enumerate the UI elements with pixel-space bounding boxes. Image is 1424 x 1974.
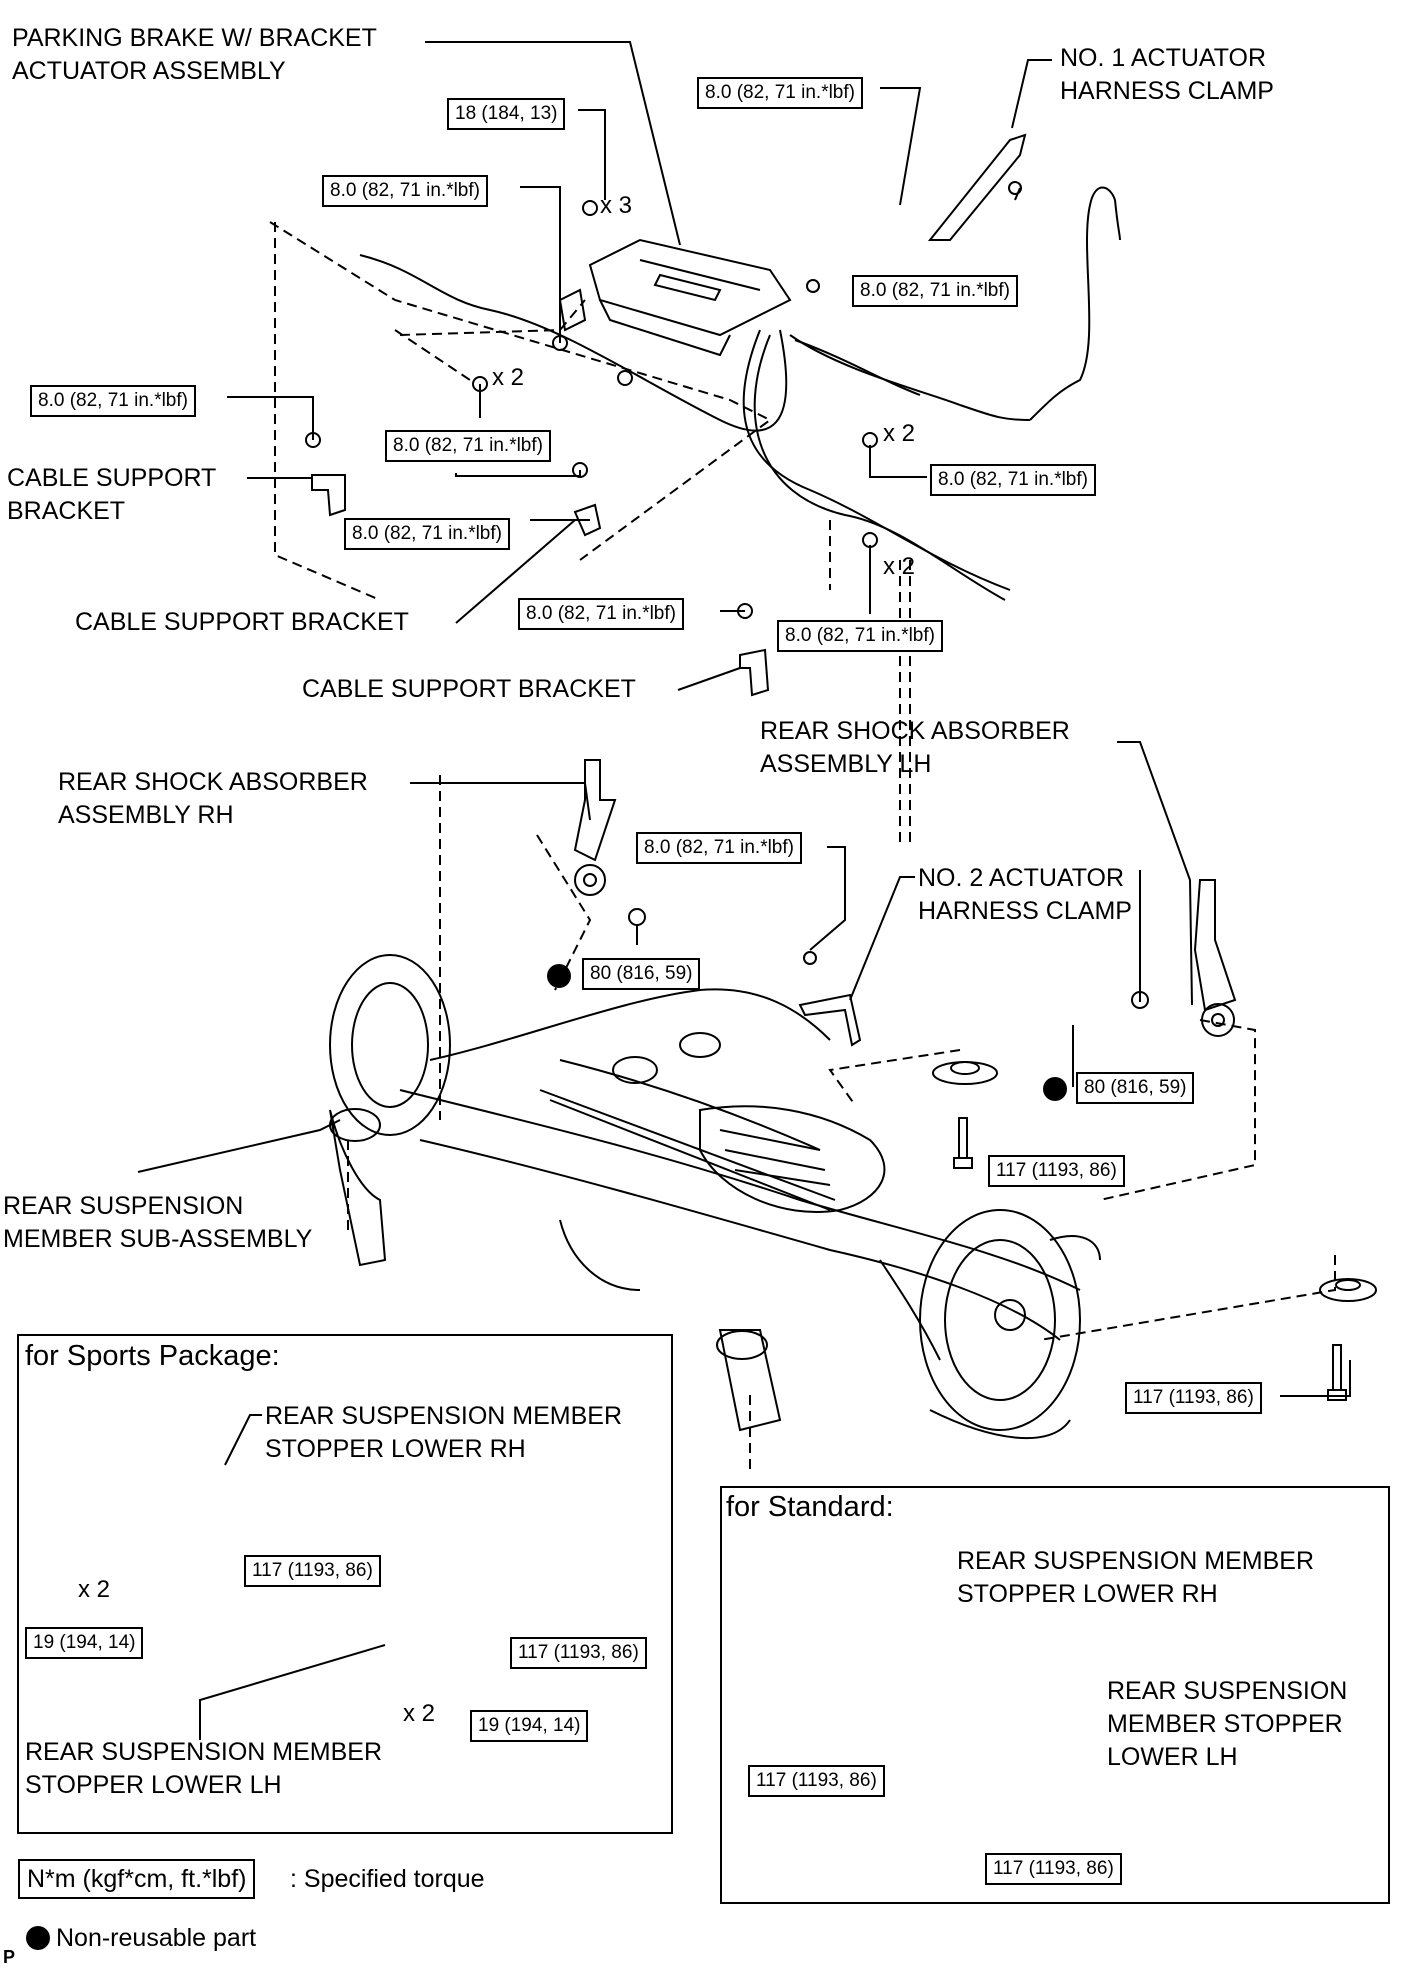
member-label-line1: REAR SUSPENSION <box>3 1192 244 1220</box>
standard-panel-title: for Standard: <box>726 1491 894 1523</box>
sports-torque-117-b: 117 (1193, 86) <box>510 1637 647 1669</box>
count-x2-a: x 2 <box>492 364 525 391</box>
no2-clamp-label-line1: NO. 2 ACTUATOR <box>918 864 1125 892</box>
torque-box-18: 18 (184, 13) <box>447 98 566 130</box>
torque-box-8-c: 8.0 (82, 71 in.*lbf) <box>852 275 1018 307</box>
legend-nonreusable-dot <box>26 1926 50 1950</box>
torque-box-8-j: 8.0 (82, 71 in.*lbf) <box>636 832 802 864</box>
cable-support-3-label: CABLE SUPPORT BRACKET <box>302 675 636 703</box>
standard-lh-label-line2: MEMBER STOPPER <box>1107 1710 1343 1738</box>
cable-support-bracket-1-drawing <box>311 474 346 517</box>
no1-clamp-label-line2: HARNESS CLAMP <box>1060 77 1274 105</box>
legend-nonreusable-text: Non-reusable part <box>56 1924 257 1952</box>
sports-lh-label-line1: REAR SUSPENSION MEMBER <box>25 1738 383 1766</box>
cable-support-bracket-2-drawing <box>573 503 602 537</box>
parking-brake-label-line1: PARKING BRAKE W/ BRACKET <box>12 24 377 52</box>
shock-rh-label-line2: ASSEMBLY RH <box>58 801 234 829</box>
sports-lh-label-line2: STOPPER LOWER LH <box>25 1771 282 1799</box>
no2-harness-clamp-drawing <box>798 993 862 1047</box>
legend-torque-text: : Specified torque <box>290 1865 485 1893</box>
count-x2-c: x 2 <box>883 553 916 580</box>
torque-box-8-f: 8.0 (82, 71 in.*lbf) <box>344 518 510 550</box>
count-x2-b: x 2 <box>883 420 916 447</box>
parking-brake-actuator-drawing <box>558 238 792 357</box>
torque-box-117-b: 117 (1193, 86) <box>1125 1382 1262 1414</box>
parking-brake-cables <box>359 186 1121 601</box>
torque-box-80-rh: 80 (816, 59) <box>582 958 701 990</box>
dashed-alignment-lines <box>67 221 1336 1690</box>
torque-box-117-a: 117 (1193, 86) <box>988 1155 1125 1187</box>
rear-shock-absorber-rh-drawing <box>573 759 617 896</box>
sports-torque-19-a: 19 (194, 14) <box>25 1627 144 1659</box>
sports-torque-117-a: 117 (1193, 86) <box>244 1555 381 1587</box>
sports-rh-label-line2: STOPPER LOWER RH <box>265 1435 526 1463</box>
bolts-main <box>953 1117 1347 1401</box>
torque-box-8-h: 8.0 (82, 71 in.*lbf) <box>518 598 684 630</box>
torque-box-8-d: 8.0 (82, 71 in.*lbf) <box>30 385 196 417</box>
torque-box-8-e: 8.0 (82, 71 in.*lbf) <box>385 430 551 462</box>
nuts <box>305 181 1149 1009</box>
nonreusable-dot-lh <box>1043 1077 1067 1101</box>
standard-torque-117-b: 117 (1193, 86) <box>985 1853 1122 1885</box>
sports-rh-label-line1: REAR SUSPENSION MEMBER <box>265 1402 623 1430</box>
shock-lh-label-line2: ASSEMBLY LH <box>760 750 932 778</box>
sports-panel-title: for Sports Package: <box>25 1340 280 1372</box>
no2-clamp-label-line2: HARNESS CLAMP <box>918 897 1132 925</box>
torque-box-8-a: 8.0 (82, 71 in.*lbf) <box>697 77 863 109</box>
standard-rh-label-line1: REAR SUSPENSION MEMBER <box>957 1547 1315 1575</box>
parking-brake-label-line2: ACTUATOR ASSEMBLY <box>12 57 286 85</box>
cable-support-1-label-line2: BRACKET <box>7 497 126 525</box>
legend-torque-box: N*m (kgf*cm, ft.*lbf) <box>18 1859 256 1899</box>
cable-support-1-label-line1: CABLE SUPPORT <box>7 464 217 492</box>
torque-box-8-g: 8.0 (82, 71 in.*lbf) <box>930 464 1096 496</box>
count-x3: x 3 <box>600 192 633 219</box>
stopper-washers-main <box>932 1061 1377 1302</box>
rear-shock-absorber-lh-drawing <box>1193 879 1237 1037</box>
torque-box-8-b: 8.0 (82, 71 in.*lbf) <box>322 175 488 207</box>
sports-count-x2-b: x 2 <box>403 1700 436 1727</box>
no1-clamp-label-line1: NO. 1 ACTUATOR <box>1060 44 1267 72</box>
sports-torque-19-b: 19 (194, 14) <box>470 1710 589 1742</box>
nonreusable-dot-rh <box>547 964 571 988</box>
standard-rh-label-line2: STOPPER LOWER RH <box>957 1580 1218 1608</box>
standard-lh-label-line1: REAR SUSPENSION <box>1107 1677 1348 1705</box>
no1-harness-clamp-drawing <box>927 133 1027 241</box>
shock-rh-label-line1: REAR SHOCK ABSORBER <box>58 768 368 796</box>
standard-torque-117-a: 117 (1193, 86) <box>748 1765 885 1797</box>
sports-count-x2-a: x 2 <box>78 1576 111 1603</box>
torque-box-80-lh: 80 (816, 59) <box>1076 1072 1195 1104</box>
shock-lh-label-line1: REAR SHOCK ABSORBER <box>760 717 1070 745</box>
standard-lh-label-line3: LOWER LH <box>1107 1743 1238 1771</box>
cable-support-2-label: CABLE SUPPORT BRACKET <box>75 608 409 636</box>
legend-code: P <box>3 1947 16 1967</box>
rear-suspension-member-drawing <box>329 954 1101 1440</box>
torque-box-8-i: 8.0 (82, 71 in.*lbf) <box>777 620 943 652</box>
cable-support-bracket-3-drawing <box>739 648 770 697</box>
member-label-line2: MEMBER SUB-ASSEMBLY <box>3 1225 313 1253</box>
standard-panel <box>720 1486 1390 1904</box>
